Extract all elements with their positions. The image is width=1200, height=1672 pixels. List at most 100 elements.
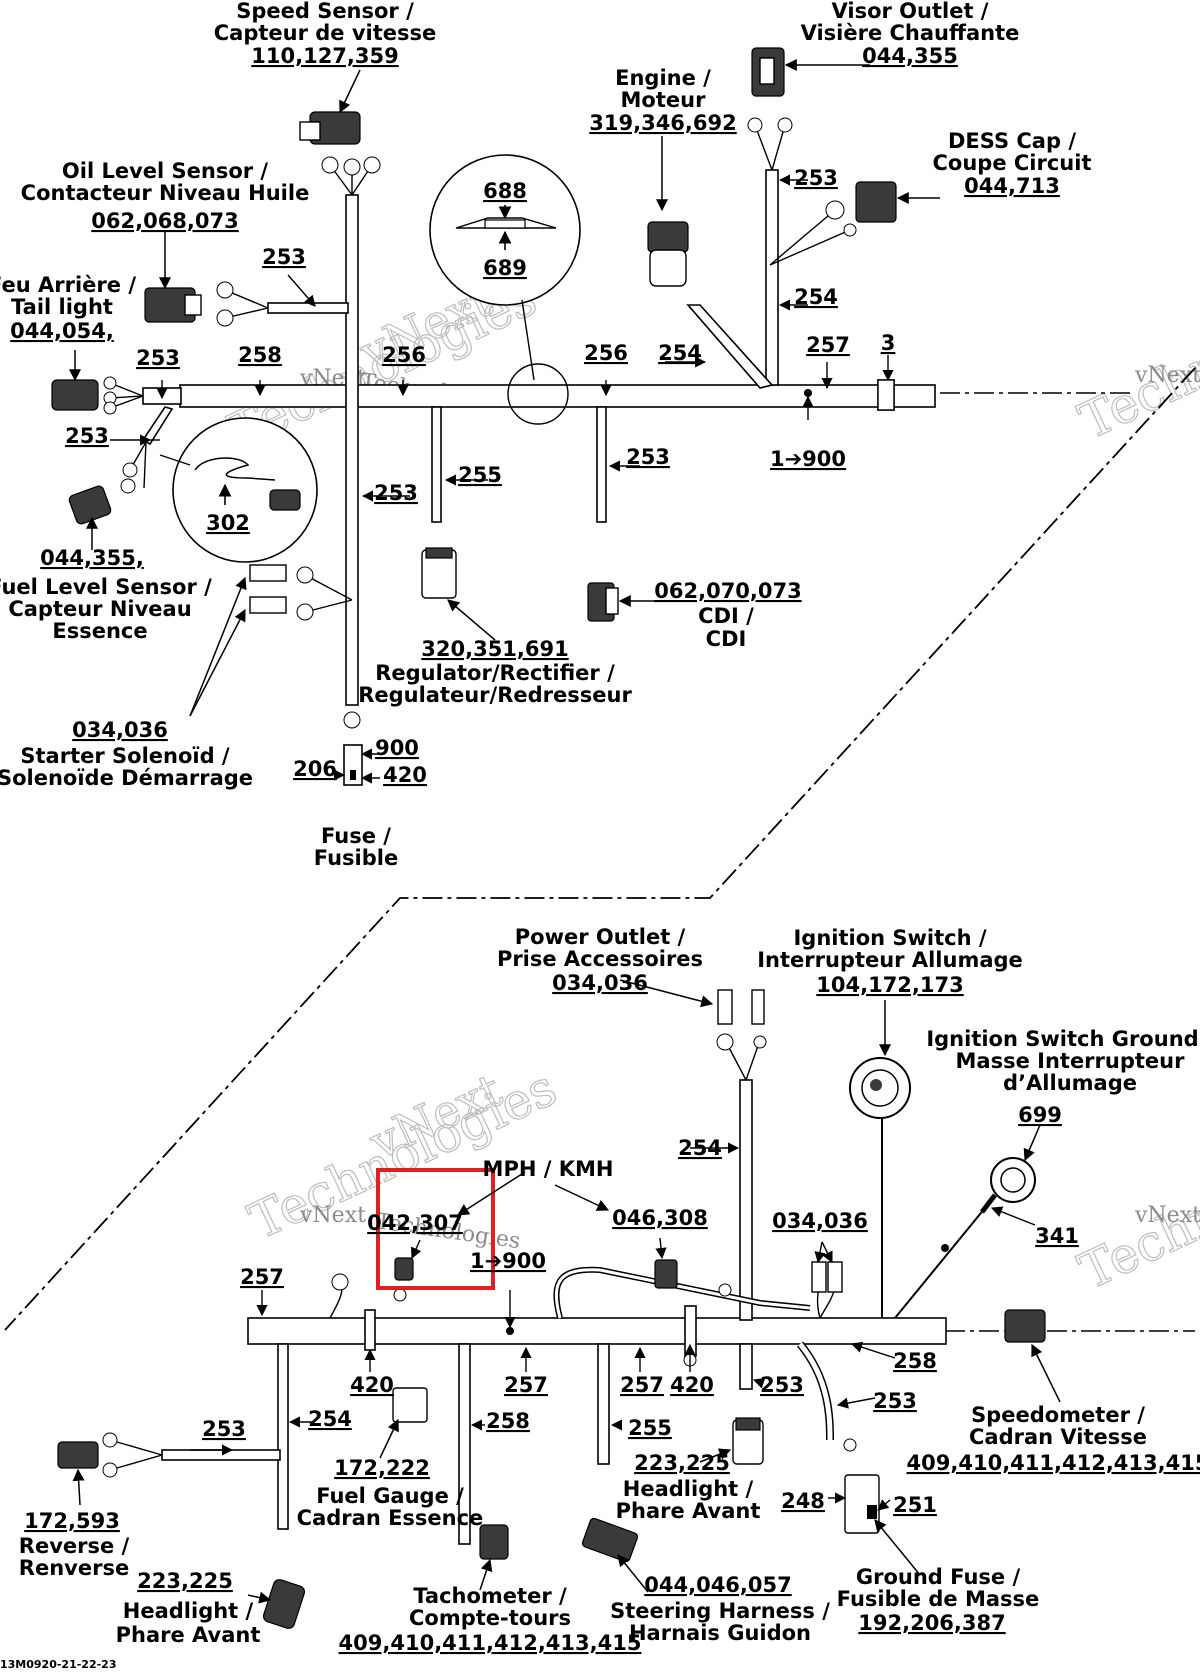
footer-code: 13M0920-21-22-23 — [0, 1658, 117, 1671]
wire-253-left: 253 — [136, 346, 180, 370]
speed-sensor-part: 110,127,359 — [251, 44, 398, 68]
steering-label-fr: Harnais Guidon — [629, 1621, 811, 1645]
oil-level-label-en: Oil Level Sensor / — [62, 159, 269, 183]
wire-257-bl: 257 — [240, 1265, 284, 1289]
regulator-part: 320,351,691 — [421, 637, 568, 661]
part-420-b1: 420 — [350, 1373, 394, 1397]
wire-255-b: 255 — [628, 1416, 672, 1440]
engine-label-fr: Moteur — [621, 88, 707, 112]
speed-sensor-connector — [299, 111, 361, 145]
ignition-ground-ring — [980, 1157, 1036, 1214]
wire-253-visor: 253 — [794, 166, 838, 190]
oil-level-part: 062,068,073 — [91, 209, 238, 233]
detail-circle-688: 688 689 — [429, 154, 581, 425]
oil-level-connector — [144, 287, 202, 323]
ground-fuse-part: 192,206,387 — [858, 1611, 1005, 1635]
wire-254-diag: 254 — [658, 341, 702, 365]
kmh-connector-2 — [654, 1259, 678, 1289]
dess-cap-label-en: DESS Cap / — [948, 129, 1076, 153]
wire-255-top: 255 — [458, 463, 502, 487]
ignition-switch-shape — [849, 1057, 911, 1119]
wire-253-fuel: 253 — [65, 424, 109, 448]
wire-253-trunk: 253 — [374, 481, 418, 505]
tachometer-connector — [479, 1524, 509, 1560]
wire-254-right: 254 — [794, 285, 838, 309]
starter-label-en: Starter Solenoïd / — [20, 744, 230, 768]
steering-part: 044,046,057 — [644, 1573, 791, 1597]
reverse-connector — [57, 1441, 99, 1469]
wire-256-left: 256 — [382, 343, 426, 367]
headlight-mid-label-en: Headlight / — [623, 1477, 754, 1501]
wire-253-oil: 253 — [262, 245, 306, 269]
part-900-fuse: 900 — [375, 736, 419, 760]
tail-light-label-fr: Feu Arrière / — [0, 273, 136, 297]
tail-light-connector — [51, 379, 99, 411]
svg-text:vNext: vNext — [299, 1203, 366, 1228]
speed-sensor-label-en: Speed Sensor / — [236, 0, 414, 23]
steering-connector — [581, 1517, 639, 1563]
part-302: 302 — [206, 511, 250, 535]
part-420-fuse: 420 — [383, 763, 427, 787]
part-251: 251 — [893, 1493, 937, 1517]
power-outlet-connectors — [717, 989, 765, 1025]
wire-253-b1: 253 — [760, 1373, 804, 1397]
top-leader-arrows — [69, 59, 940, 784]
wire-257-b3: 257 — [620, 1373, 664, 1397]
part-034036-bottom: 034,036 — [772, 1209, 868, 1233]
tachometer-label-en: Tachometer / — [413, 1584, 567, 1608]
fuel-gauge-label-en: Fuel Gauge / — [316, 1484, 464, 1508]
cdi-part: 062,070,073 — [654, 579, 801, 603]
tachometer-label-fr: Compte-tours — [409, 1606, 571, 1630]
tail-light-part: 044,054, — [10, 319, 114, 343]
ignition-switch-label-en: Ignition Switch / — [793, 926, 986, 950]
wire-253-cdi: 253 — [626, 445, 670, 469]
top-wire-fans — [103, 117, 857, 729]
mph-kmh-label: MPH / KMH — [483, 1157, 614, 1181]
headlight-left-part: 223,225 — [137, 1569, 233, 1593]
top-labels: Speed Sensor / Capteur de vitesse 110,12… — [0, 0, 1091, 870]
ignition-ground-label-fr-2: d’Allumage — [1003, 1071, 1137, 1095]
fuel-level-connector — [68, 485, 112, 525]
wire-3: 3 — [881, 331, 896, 355]
wire-254-b2: 254 — [308, 1407, 352, 1431]
reverse-label-fr: Renverse — [19, 1556, 129, 1580]
power-outlet-part: 034,036 — [552, 971, 648, 995]
visor-outlet-connector — [751, 47, 785, 97]
bottom-connectors — [57, 989, 1046, 1629]
headlight-mid-part: 223,225 — [634, 1451, 730, 1475]
regulator-connector — [421, 547, 457, 599]
starter-label-fr: Solenoïde Démarrage — [0, 766, 253, 790]
bottom-labels: Power Outlet / Prise Accessoires 034,036… — [0, 925, 1200, 1671]
starter-connectors — [249, 564, 287, 614]
reverse-label-en: Reverse / — [19, 1534, 130, 1558]
dess-cap-label-fr: Coupe Circuit — [933, 151, 1092, 175]
svg-text:Technologies: Technologies — [1071, 258, 1200, 450]
part-420-b2: 420 — [670, 1373, 714, 1397]
speed-sensor-label-fr: Capteur de vitesse — [214, 21, 437, 45]
wire-258-top: 258 — [238, 343, 282, 367]
speedometer-part: 409,410,411,412,413,415 — [907, 1451, 1200, 1475]
fuse-label-fr: Fusible — [314, 846, 398, 870]
ground-fuse-box — [844, 1474, 880, 1534]
detail-circle-302: 302 — [159, 417, 318, 563]
wire-253-b3: 253 — [873, 1389, 917, 1413]
speedometer-label-fr: Cadran Vitesse — [969, 1425, 1147, 1449]
ground-fuse-label-fr: Fusible de Masse — [837, 1587, 1040, 1611]
ignition-switch-label-fr: Interrupteur Allumage — [757, 948, 1023, 972]
cdi-connector — [587, 582, 619, 622]
cdi-label-en: CDI / — [698, 604, 754, 628]
engine-connector — [647, 221, 689, 287]
fuel-level-part: 044,355, — [40, 546, 144, 570]
fuel-gauge-part: 172,222 — [334, 1456, 430, 1480]
speedometer-label-en: Speedometer / — [971, 1403, 1145, 1427]
fuel-level-label-fr-1: Capteur Niveau — [8, 597, 191, 621]
watermark-top: vNext Technologies vNext Technologies Te… — [220, 258, 1200, 462]
reverse-part: 172,593 — [24, 1509, 120, 1533]
ground-fuse-label-en: Ground Fuse / — [856, 1565, 1021, 1589]
starter-part: 034,036 — [72, 718, 168, 742]
wire-1to900-top: 1➔900 — [770, 447, 846, 471]
part-046308: 046,308 — [612, 1206, 708, 1230]
steering-label-en: Steering Harness / — [610, 1599, 830, 1623]
svg-text:vNext: vNext — [1134, 363, 1200, 388]
